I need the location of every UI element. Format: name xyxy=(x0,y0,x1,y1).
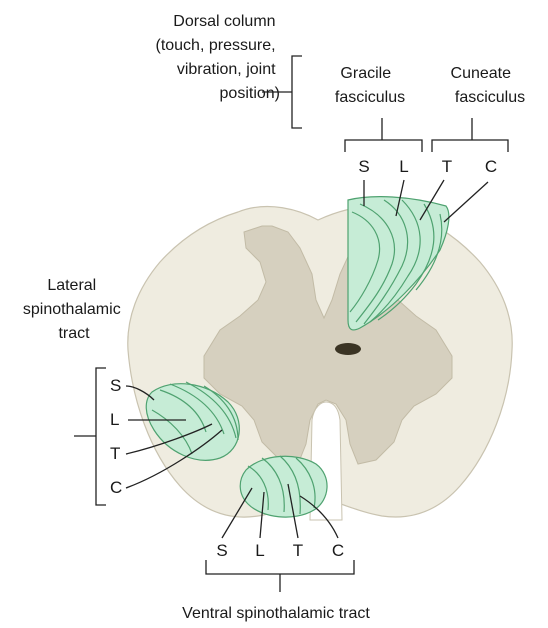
lateral-spinothalamic-label: Lateral spinothalamic tract xyxy=(23,277,125,342)
dorsal-column-label-line: (touch, pressure, xyxy=(155,37,275,54)
lateral-letter-l: L xyxy=(110,410,119,429)
lateral-label-line: tract xyxy=(58,325,90,342)
dorsal-letter-s: S xyxy=(358,157,369,176)
dorsal-letter-c: C xyxy=(485,157,497,176)
dorsal-column-label-line: Dorsal column xyxy=(173,13,275,30)
lateral-letter-t: T xyxy=(110,444,120,463)
gracile-bracket xyxy=(345,118,422,152)
central-canal xyxy=(335,343,361,355)
lateral-label-line: Lateral xyxy=(47,277,96,294)
ventral-letter-s: S xyxy=(216,541,227,560)
cuneate-label-line: Cuneate xyxy=(451,65,512,82)
gracile-label-line: Gracile xyxy=(340,65,391,82)
lateral-bracket xyxy=(74,368,106,505)
ventral-bracket xyxy=(206,560,354,592)
ventral-letter-c: C xyxy=(332,541,344,560)
dorsal-letter-t: T xyxy=(442,157,452,176)
dorsal-letter-l: L xyxy=(399,157,408,176)
cuneate-fasciculus-label: Cuneate fasciculus xyxy=(451,65,526,106)
lateral-label-line: spinothalamic xyxy=(23,301,121,318)
gracile-label-line: fasciculus xyxy=(335,89,405,106)
cuneate-label-line: fasciculus xyxy=(455,89,525,106)
dorsal-column-label: Dorsal column (touch, pressure, vibratio… xyxy=(155,13,280,102)
ventral-letter-l: L xyxy=(255,541,264,560)
ventral-letter-t: T xyxy=(293,541,303,560)
dorsal-column-label-line: vibration, joint xyxy=(177,61,276,78)
gracile-fasciculus-label: Gracile fasciculus xyxy=(335,65,405,106)
ventral-spinothalamic-label: Ventral spinothalamic tract xyxy=(182,605,370,622)
lateral-letter-s: S xyxy=(110,376,121,395)
dorsal-column-label-line: position) xyxy=(220,85,280,102)
cuneate-bracket xyxy=(432,118,508,152)
lateral-letter-c: C xyxy=(110,478,122,497)
